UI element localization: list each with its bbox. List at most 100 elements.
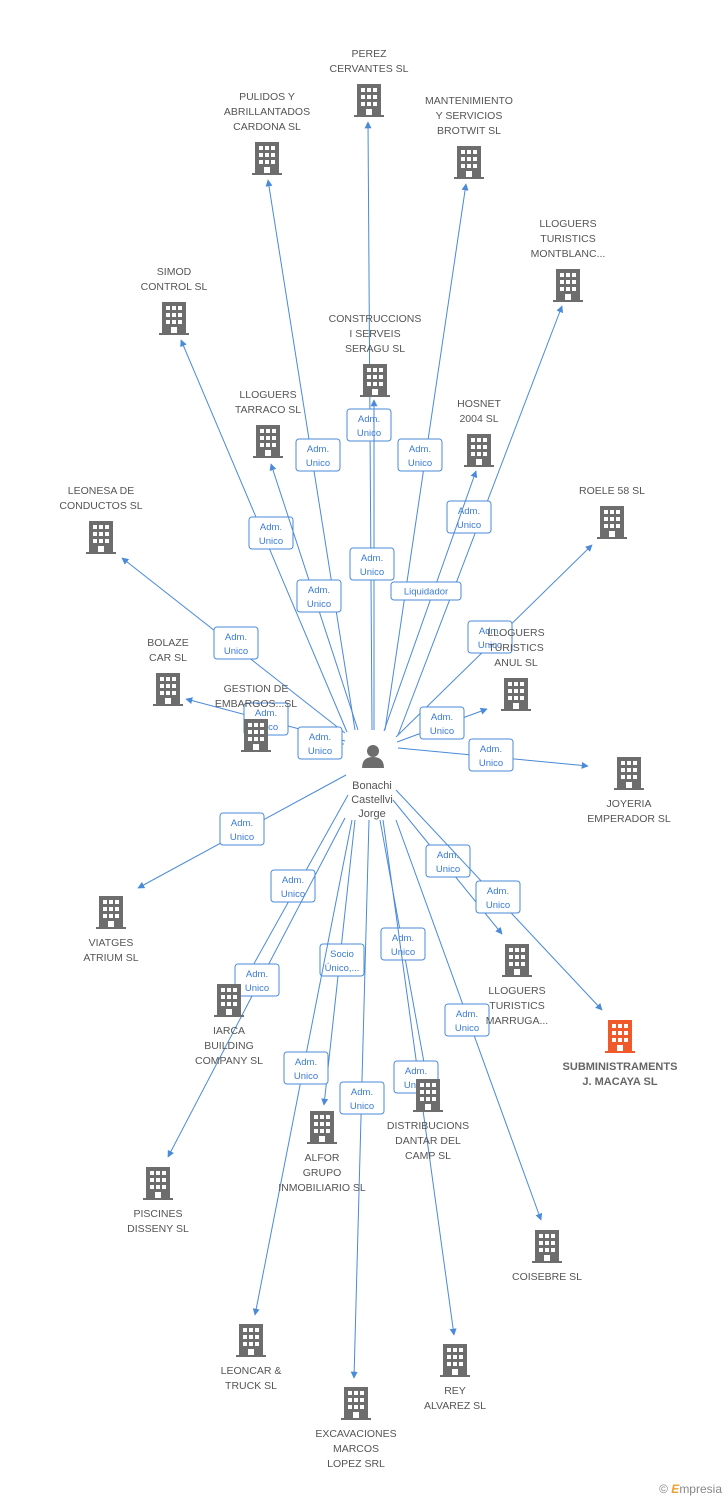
edge-label-text: Unico (391, 947, 415, 958)
company-name-line: DANTAR DEL (395, 1135, 461, 1147)
edge-label-text: Unico (350, 1101, 374, 1112)
building-icon (614, 757, 644, 790)
company-name-line: CERVANTES SL (330, 63, 409, 75)
building-icon (597, 506, 627, 539)
company-node-lloguers-mont[interactable]: LLOGUERSTURISTICSMONTBLANC... (531, 218, 606, 302)
company-name-line: LLOGUERS (487, 627, 544, 639)
edge-label-text: Adm. (456, 1009, 478, 1020)
brand-name: mpresia (679, 1482, 722, 1496)
company-name-line: GESTION DE (224, 683, 289, 695)
company-name-line: MANTENIMIENTO (425, 95, 513, 107)
edge-role-label[interactable]: SocioÚnico,... (319, 943, 365, 977)
edge-to-distribucions: Adm.Unico (379, 819, 428, 1069)
edge-role-label[interactable]: Adm.Unico (219, 812, 265, 846)
edge-role-label[interactable]: Adm.Unico (270, 869, 316, 903)
edge-label-text: Adm. (308, 585, 330, 596)
edge-role-label[interactable]: Adm.Unico (467, 620, 513, 654)
company-name-line: ALVAREZ SL (424, 1400, 486, 1412)
edge-role-label[interactable]: Liquidador (390, 581, 462, 601)
building-icon (502, 944, 532, 977)
company-name-line: CONTROL SL (141, 281, 208, 293)
edge-label-text: Adm. (487, 886, 509, 897)
edge-to-simod: Adm.Unico (180, 339, 348, 733)
edge-role-label[interactable]: Adm.Unico (380, 927, 426, 961)
person-name-line: Bonachi (352, 780, 392, 792)
edge-role-label[interactable]: Adm.Unico (446, 500, 492, 534)
building-icon (241, 719, 271, 752)
edge-label-text: Unico (436, 864, 460, 875)
company-name-line: INMOBILIARIO SL (278, 1182, 366, 1194)
edge-role-label[interactable]: Adm.Unico (339, 1081, 385, 1115)
edge-role-label[interactable]: Adm.Unico (475, 880, 521, 914)
edge-label-text: Unico (230, 832, 254, 843)
building-icon (501, 678, 531, 711)
edge-role-label[interactable]: Adm.Unico (419, 706, 465, 740)
edge-role-label[interactable]: Adm.Unico (296, 579, 342, 613)
company-name-line: ABRILLANTADOS (224, 106, 310, 118)
company-node-leoncar[interactable]: LEONCAR &TRUCK SL (221, 1324, 282, 1392)
edge-role-label[interactable]: Adm.Unico (297, 726, 343, 760)
company-name-line: LLOGUERS (539, 218, 596, 230)
edge-role-label[interactable]: Adm. Unico (425, 844, 471, 878)
edge-label-box (468, 738, 514, 772)
company-name-line: 2004 SL (459, 413, 498, 425)
edge-label-box (349, 547, 395, 581)
edge-label-box (446, 500, 492, 534)
edge-label-text: Adm. (437, 850, 459, 861)
company-name-line: TURISTICS (540, 233, 595, 245)
edge-role-label[interactable]: Adm.Unico (213, 626, 259, 660)
edge-role-label[interactable]: Adm.Unico (248, 516, 294, 550)
company-name-line: DISSENY SL (127, 1223, 189, 1235)
company-name-line: COMPANY SL (195, 1055, 263, 1067)
person-node[interactable]: Bonachi Castellvi Jorge (351, 745, 393, 820)
company-name-line: TURISTICS (489, 1000, 544, 1012)
company-name-line: REY (444, 1385, 466, 1397)
edge-role-label[interactable]: Adm.Unico (468, 738, 514, 772)
company-node-rey[interactable]: REY ALVAREZ SL (424, 1344, 486, 1412)
company-name-line: LLOGUERS (488, 985, 545, 997)
company-node-piscines[interactable]: PISCINES DISSENY SL (127, 1167, 189, 1235)
company-name-line: J. MACAYA SL (582, 1076, 657, 1088)
building-icon (553, 269, 583, 302)
edge-label-text: Unico (478, 640, 502, 651)
edge-role-label[interactable]: Adm.Unico (349, 547, 395, 581)
building-icon (341, 1387, 371, 1420)
edge-label-text: Unico (245, 983, 269, 994)
edge-label-box (234, 963, 280, 997)
edge-label-text: Unico (357, 428, 381, 439)
company-name-line: ANUL SL (494, 657, 538, 669)
edge-role-label[interactable]: Adm.Unico (295, 438, 341, 472)
edge-label-text: Socio (330, 949, 354, 960)
edge-to-lloguers-anul: Adm.Unico (396, 706, 488, 743)
building-icon (464, 434, 494, 467)
edge-role-label[interactable]: Adm.Unico (283, 1051, 329, 1085)
company-node-lloguers-marruga[interactable]: LLOGUERSTURISTICSMARRUGA... (486, 944, 548, 1027)
edge-role-label[interactable]: Adm.Unico (234, 963, 280, 997)
edge-role-label[interactable]: Adm.Unico (444, 1003, 490, 1037)
company-node-roele[interactable]: ROELE 58 SL (579, 485, 645, 539)
edge-role-label[interactable]: Adm.Unico (397, 438, 443, 472)
person-name-line: Jorge (358, 808, 386, 820)
edge-to-coisebre: Adm. Unico (395, 819, 543, 1221)
company-node-coisebre[interactable]: COISEBRE SL (512, 1230, 582, 1283)
company-name-line: PISCINES (133, 1208, 182, 1220)
edge-role-label[interactable]: Adm.Unico (346, 408, 392, 442)
